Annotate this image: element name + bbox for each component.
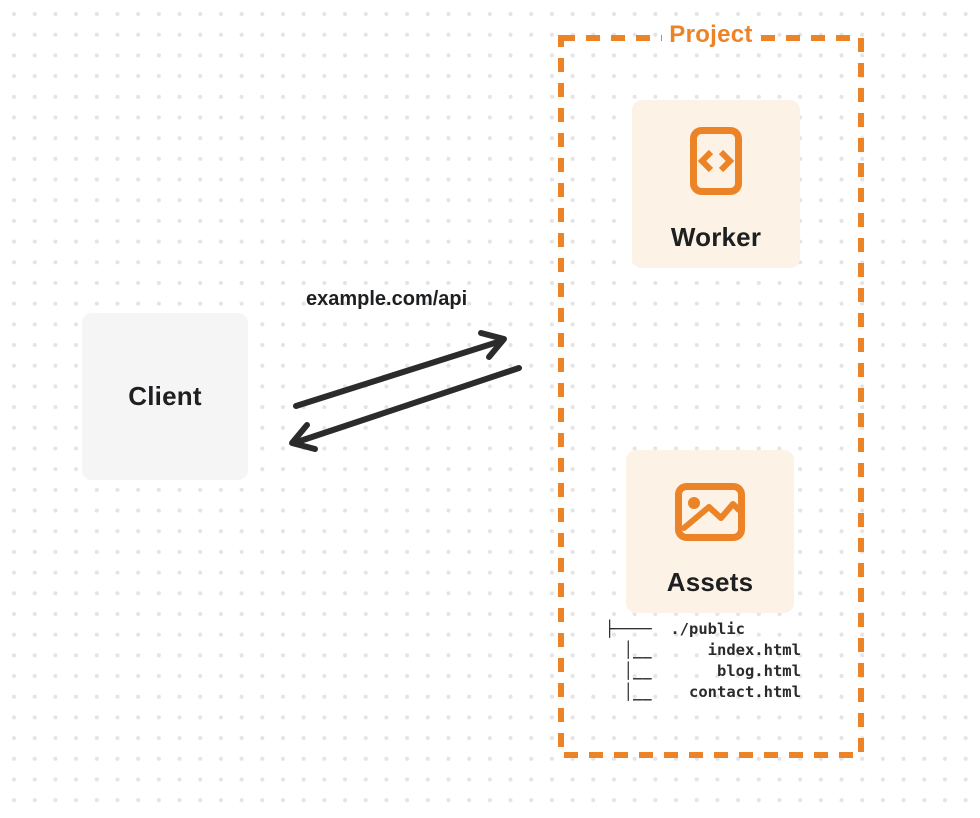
- worker-card: Worker: [632, 100, 800, 268]
- request-url-label: example.com/api: [306, 288, 468, 310]
- file-tree-line: ├──── ./public: [605, 620, 745, 638]
- request-arrow: [293, 330, 507, 409]
- client-label: Client: [128, 381, 202, 411]
- file-tree-line: │__ blog.html: [605, 662, 801, 680]
- file-tree: ├──── ./public │__ index.html │__ blog.h…: [605, 619, 801, 703]
- worker-label: Worker: [670, 222, 762, 252]
- file-tree-line: │__ contact.html: [605, 683, 801, 701]
- project-boundary-label: Project: [561, 21, 861, 49]
- file-tree-line: │__ index.html: [605, 641, 801, 659]
- assets-card: Assets: [626, 450, 794, 613]
- image-icon: [675, 483, 745, 541]
- client-card: Client: [82, 313, 248, 480]
- response-arrow: [289, 365, 522, 452]
- project-label: Project: [662, 21, 760, 49]
- assets-label: Assets: [666, 567, 754, 597]
- code-file-icon: [690, 127, 742, 195]
